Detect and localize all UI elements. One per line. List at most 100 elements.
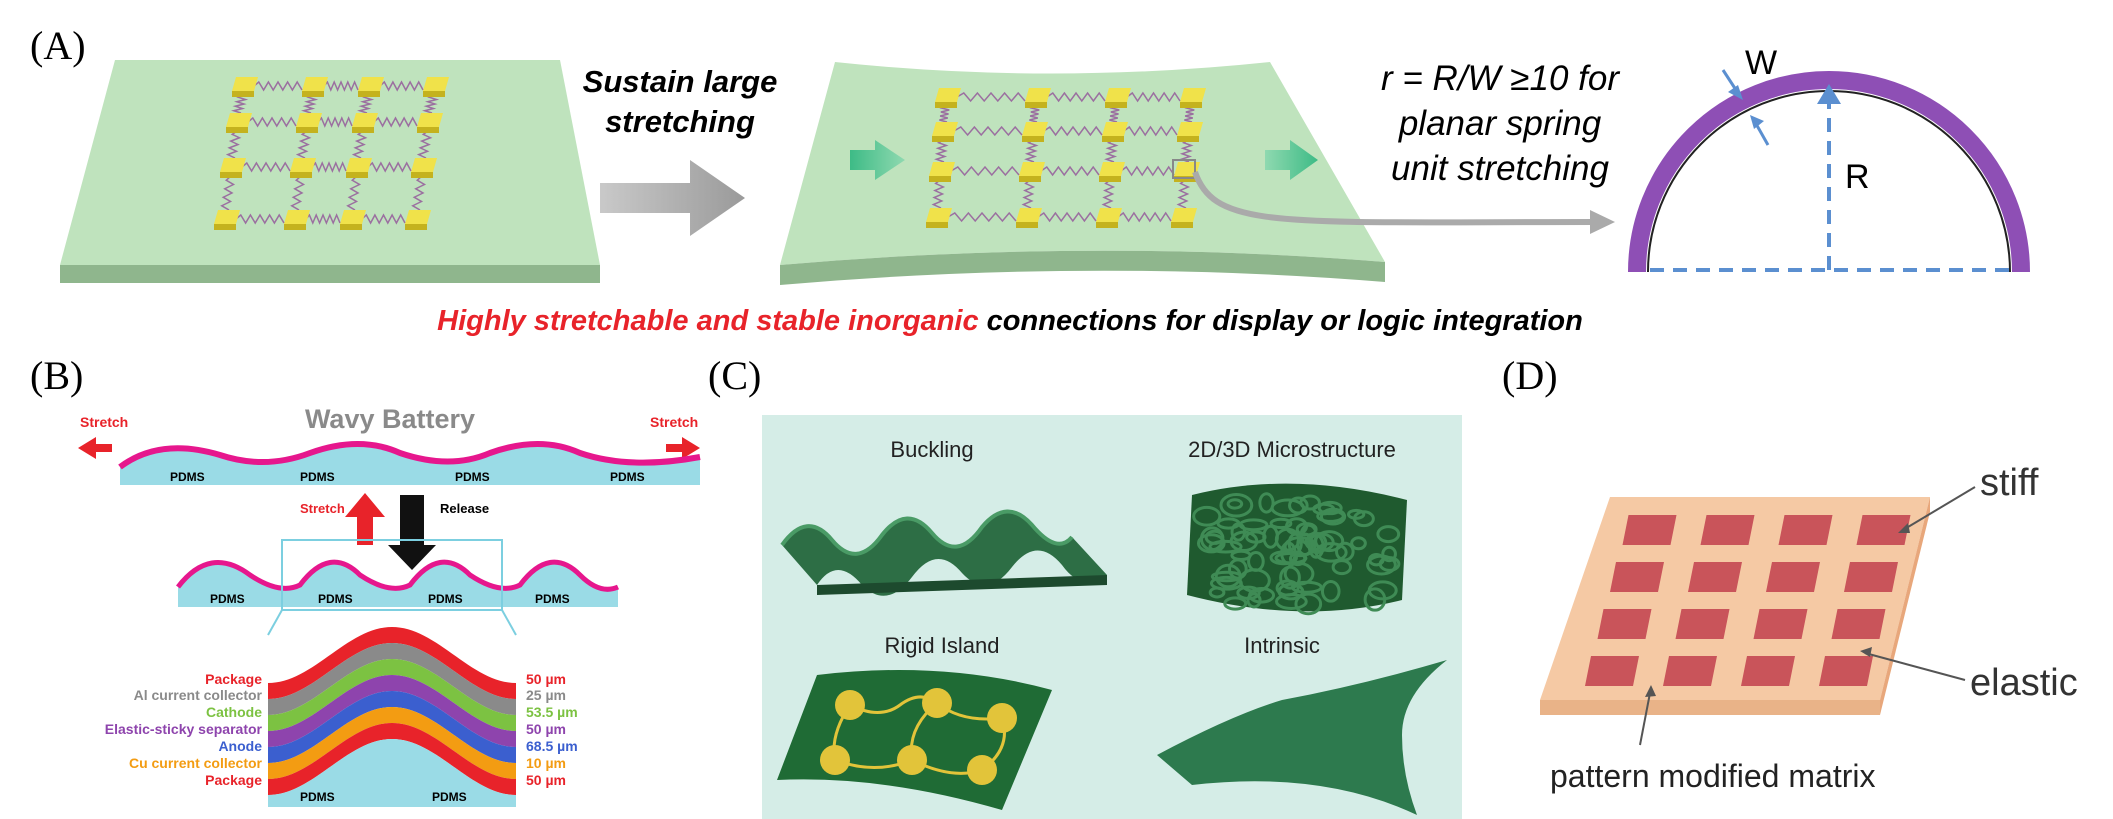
stretch-right-arrow xyxy=(666,437,700,459)
stretch-up-arrow xyxy=(345,493,385,545)
zoom-box xyxy=(1172,159,1196,179)
chip xyxy=(417,113,443,133)
chip xyxy=(405,210,431,230)
matrix-pointer xyxy=(1639,692,1651,746)
chip xyxy=(1180,88,1206,108)
formula-line-3: unit stretching xyxy=(1391,149,1609,188)
zoom-region xyxy=(281,539,503,611)
stretch-mid-label: Stretch xyxy=(300,501,345,516)
stretched-substrate xyxy=(780,62,1385,285)
panel-d-label: (D) xyxy=(1502,353,1558,398)
chip xyxy=(358,77,384,97)
layer-name: Al current collector xyxy=(134,687,263,703)
layer-thickness: 25 µm xyxy=(526,687,566,703)
chip xyxy=(926,208,952,228)
stiff-square xyxy=(1741,656,1795,686)
chip xyxy=(346,158,372,178)
release-label: Release xyxy=(440,501,489,516)
battery-layer xyxy=(268,723,516,795)
wavy-battery-released: PDMS PDMS PDMS PDMS xyxy=(176,539,620,636)
pointer-arrowhead xyxy=(1590,210,1615,234)
panel-a: Sustain large stretching r = R/W ≥10 for… xyxy=(60,44,2030,337)
stiff-square xyxy=(1622,515,1677,545)
panel-b-label: (B) xyxy=(30,353,84,398)
layer-labels: Package 50 µm Al current collector 25 µm Cat… xyxy=(105,671,578,788)
stiff-square xyxy=(1675,609,1730,639)
stiff-square xyxy=(1700,515,1755,545)
microstructure-sponge xyxy=(1187,483,1407,616)
stiff-square xyxy=(1688,562,1742,592)
arrow-text-1: Sustain large xyxy=(583,64,778,99)
layer-thickness: 50 µm xyxy=(526,772,566,788)
chip xyxy=(1025,88,1051,108)
stiff-square xyxy=(1819,656,1873,686)
width-arrow-top xyxy=(1728,85,1743,100)
chip xyxy=(1022,122,1048,142)
pdms-label: PDMS xyxy=(610,470,645,484)
stretch-left-label: Stretch xyxy=(80,414,128,430)
wavy-battery-title: Wavy Battery xyxy=(305,404,475,434)
rigid-island-structure xyxy=(777,670,1052,810)
stiff-square xyxy=(1597,609,1652,639)
layer-thickness: 50 µm xyxy=(526,671,566,687)
release-down-arrow xyxy=(388,495,436,570)
chip xyxy=(1099,162,1125,182)
pdms-label: PDMS xyxy=(432,790,467,804)
stiff-square xyxy=(1856,515,1911,545)
chip xyxy=(1102,122,1128,142)
arrow-text-2: stretching xyxy=(605,104,755,139)
chip xyxy=(423,77,449,97)
pdms-label: PDMS xyxy=(300,470,335,484)
chip xyxy=(411,158,437,178)
stiff-square xyxy=(1663,656,1717,686)
stiff-square xyxy=(1831,609,1886,639)
pdms-label: PDMS xyxy=(535,592,570,606)
chip xyxy=(1096,208,1122,228)
pointer-arrow xyxy=(1192,171,1596,226)
chip xyxy=(1177,122,1203,142)
layer-name: Anode xyxy=(218,738,262,754)
battery-layer xyxy=(268,627,516,699)
formula-line-2: planar spring xyxy=(1398,104,1602,143)
elastic-label: elastic xyxy=(1970,662,2078,704)
layer-thickness: 53.5 µm xyxy=(526,704,578,720)
panel-b: Wavy Battery Stretch Stretch PDMS PDMS P… xyxy=(78,404,701,807)
chip xyxy=(932,122,958,142)
width-label: W xyxy=(1745,44,1777,82)
layer-name: Package xyxy=(205,772,262,788)
intrinsic-sheet xyxy=(1157,660,1447,815)
stiff-square-array xyxy=(1585,515,1911,686)
stiff-square xyxy=(1766,562,1820,592)
chip xyxy=(226,113,252,133)
layer-name: Cu current collector xyxy=(129,755,263,771)
chip xyxy=(1016,208,1042,228)
chip xyxy=(340,210,366,230)
stiff-label: stiff xyxy=(1980,462,2039,504)
battery-layer xyxy=(268,659,516,731)
elastic-matrix xyxy=(1540,497,1930,700)
caption-black: connections for display or logic integra… xyxy=(979,305,1583,337)
chip xyxy=(232,77,258,97)
layer-thickness: 10 µm xyxy=(526,755,566,771)
chip xyxy=(352,113,378,133)
pdms-label: PDMS xyxy=(455,470,490,484)
chip xyxy=(935,88,961,108)
chip xyxy=(296,113,322,133)
panel-c-label: (C) xyxy=(708,353,762,398)
stiff-pointer xyxy=(1902,486,1976,531)
panel-d: stiff elastic pattern modified matrix xyxy=(1540,462,2078,794)
unstretched-substrate xyxy=(60,60,600,283)
transition-arrow xyxy=(600,160,745,236)
stiff-square xyxy=(1610,562,1664,592)
chip xyxy=(284,210,310,230)
stiff-square xyxy=(1585,656,1639,686)
layer-name: Cathode xyxy=(206,704,262,720)
layer-name: Package xyxy=(205,671,262,687)
intrinsic-title: Intrinsic xyxy=(1244,633,1320,658)
chip-array-stretched xyxy=(926,88,1206,228)
wavy-battery-stretched: PDMS PDMS PDMS PDMS xyxy=(118,441,701,485)
stiff-square xyxy=(1844,562,1898,592)
stretch-arrow-left xyxy=(850,140,905,180)
chip-array-unstretched xyxy=(214,77,449,230)
